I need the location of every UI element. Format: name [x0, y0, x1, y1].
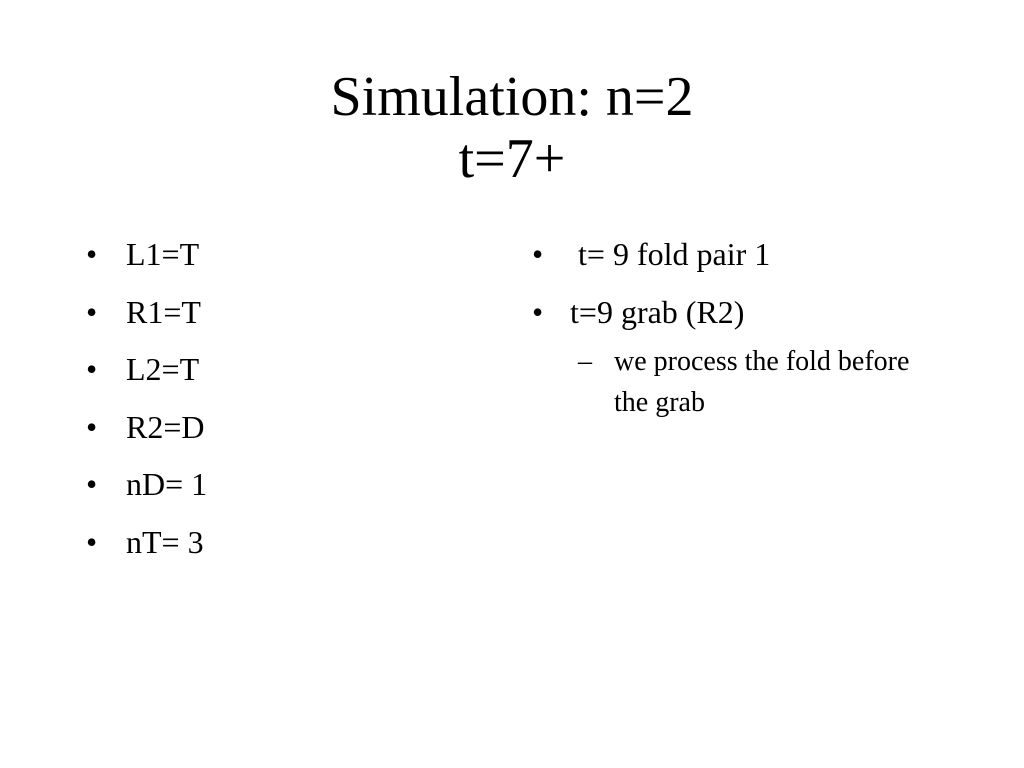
bullet-icon: •: [86, 293, 98, 330]
list-item: • L2=T: [86, 349, 486, 389]
bullet-icon: •: [532, 293, 544, 330]
list-item: • L1=T: [86, 234, 486, 274]
right-bullet-list: • t= 9 fold pair 1 • t=9 grab (R2) – we …: [532, 234, 972, 423]
list-item-text: t= 9 fold pair 1: [570, 236, 771, 272]
bullet-icon: •: [86, 351, 98, 387]
left-bullet-list: • L1=T • R1=T • L2=T • R2=D • nD= 1 • nT…: [86, 234, 486, 579]
dash-icon: –: [578, 346, 592, 377]
slide-title-line-1: Simulation: n=2: [330, 66, 694, 128]
list-item: • R1=T: [86, 292, 486, 332]
bullet-icon: •: [86, 236, 98, 272]
list-item: • nT= 3: [86, 522, 486, 562]
list-item-text: t=9 grab (R2): [570, 293, 745, 330]
list-item: • nD= 1: [86, 464, 486, 504]
list-item-text: nD= 1: [126, 466, 208, 502]
list-item-text: L2=T: [126, 351, 200, 387]
list-item-text: R1=T: [126, 293, 201, 330]
bullet-icon: •: [86, 466, 98, 502]
list-item-text: L1=T: [126, 236, 200, 272]
list-item-text: R2=D: [126, 408, 205, 445]
slide-title-line-2: t=7+: [458, 128, 566, 190]
sub-list-item: – we process the fold before the grab: [578, 341, 938, 423]
list-item-text: nT= 3: [126, 523, 204, 560]
bullet-icon: •: [86, 408, 98, 445]
list-item: • R2=D: [86, 407, 486, 447]
sub-list-item-text: we process the fold before the grab: [614, 346, 910, 418]
bullet-icon: •: [86, 523, 98, 560]
list-item: • t=9 grab (R2): [532, 292, 972, 332]
list-item: • t= 9 fold pair 1: [532, 234, 972, 274]
bullet-icon: •: [532, 236, 544, 272]
slide-title: Simulation: n=2 t=7+: [0, 66, 1024, 190]
